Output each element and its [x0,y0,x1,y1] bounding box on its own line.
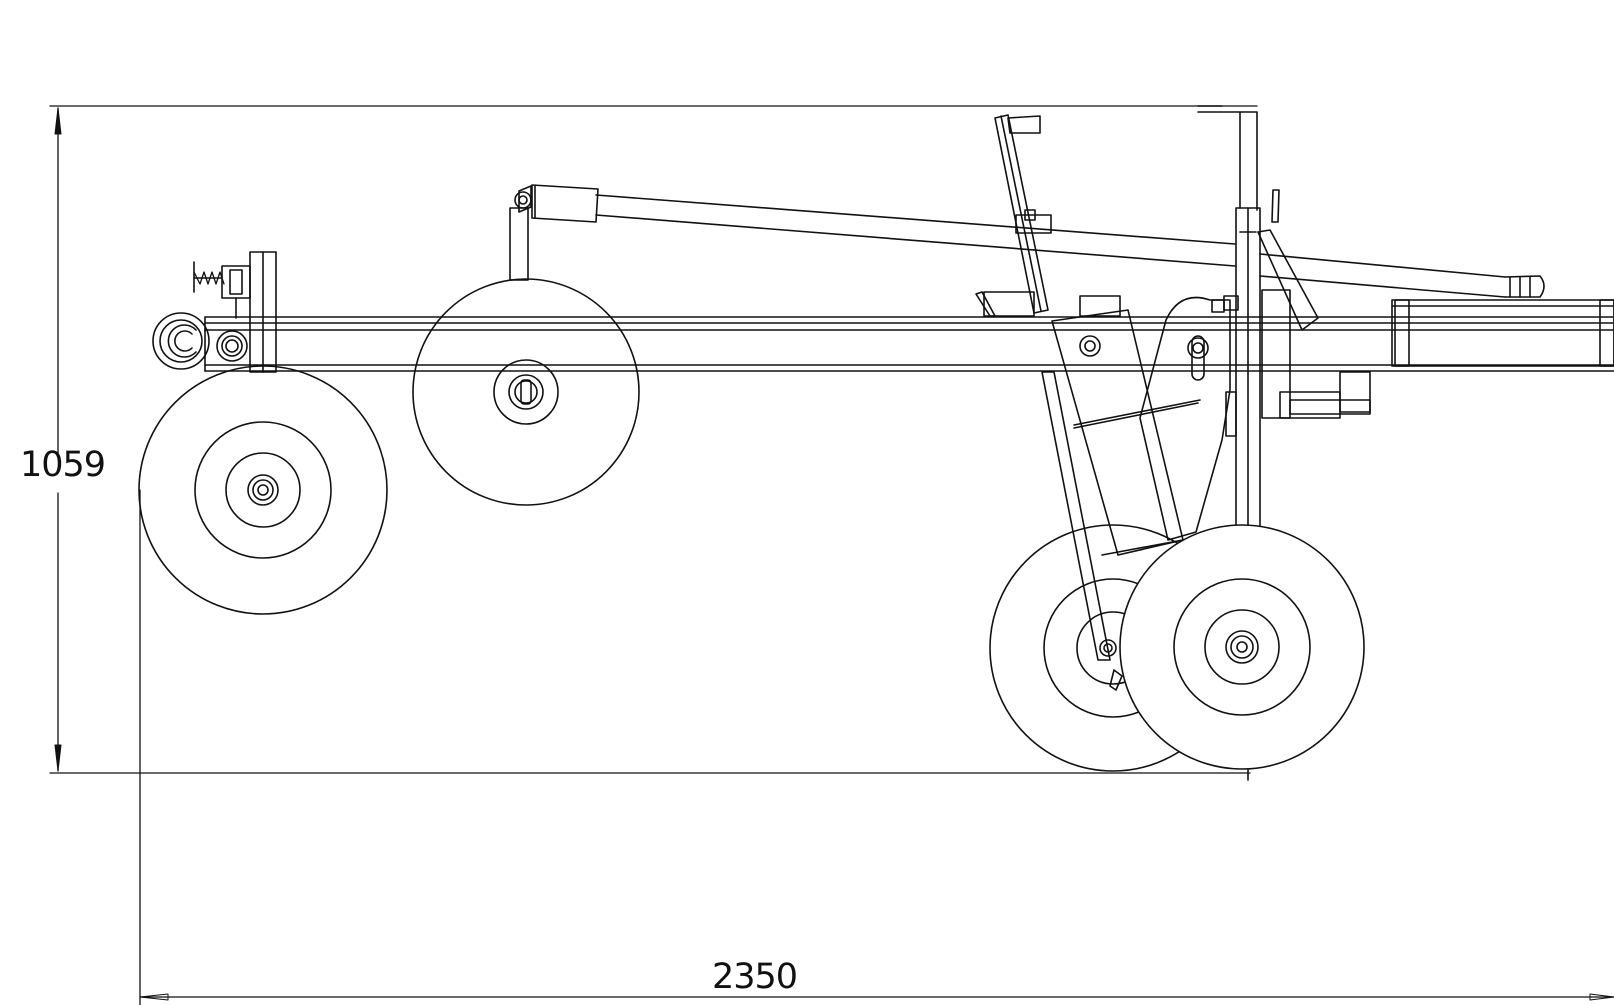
front-wheel [138,365,388,615]
rear-bracket [1139,295,1239,541]
steering-handle [975,114,1121,317]
width-dimension-label: 2350 [712,957,798,997]
width-dimension [139,489,1614,1005]
tow-bar [514,184,1545,298]
height-dimension-label: 1059 [20,445,106,485]
second-wheel [412,207,640,506]
main-frame-beam [204,299,1614,372]
height-dimension [49,105,1258,774]
rear-wheel-front [1119,524,1365,770]
hitch-coupling [152,251,277,373]
